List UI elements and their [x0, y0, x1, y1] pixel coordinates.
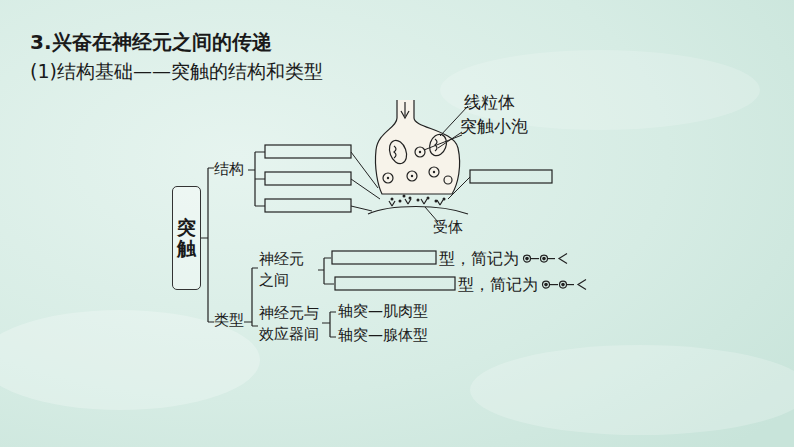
- section-title: 3.兴奋在神经元之间的传递: [30, 30, 272, 54]
- mitochondrion: [386, 138, 409, 166]
- answer-blank: [335, 277, 455, 290]
- answer-blank: [265, 145, 351, 158]
- impulse-arrow: [401, 111, 409, 118]
- synapse-symbol: [543, 280, 587, 290]
- branch-label: 类型: [214, 311, 244, 329]
- type-text: 型，简记为: [439, 249, 519, 268]
- axon-terminal: [375, 100, 459, 194]
- synaptic-vesicle: [383, 173, 393, 183]
- part-label: 受体: [433, 218, 463, 236]
- bracket: [322, 312, 336, 337]
- type-text: 轴突—肌肉型: [338, 302, 428, 320]
- leader-line: [351, 152, 380, 211]
- type-text: 型，简记为: [458, 275, 538, 294]
- subtitle: (1)结构基础——突触的结构和类型: [30, 60, 323, 83]
- impulse-arrow: [404, 102, 405, 116]
- part-label: 突触小泡: [460, 116, 528, 136]
- postsynaptic-membrane: [368, 207, 468, 215]
- type-text: 轴突—腺体型: [338, 326, 428, 344]
- answer-blank: [265, 199, 351, 212]
- bracket: [244, 268, 258, 326]
- topic-box: 突触: [172, 186, 201, 290]
- answer-blank: [265, 172, 351, 185]
- synaptic-vesicle: [415, 147, 425, 157]
- branch-label: 结构: [214, 160, 244, 178]
- mitochondrion: [394, 146, 396, 158]
- bracket: [248, 152, 265, 206]
- receptor: [389, 199, 443, 206]
- branch-label: 神经元与效应器间: [259, 303, 321, 345]
- branch-label: 神经元之间: [259, 249, 307, 291]
- synaptic-vesicle: [407, 171, 417, 181]
- part-label: 线粒体: [464, 92, 515, 112]
- answer-blank: [332, 251, 436, 264]
- synaptic-vesicle: [444, 176, 452, 184]
- bracket: [200, 168, 214, 322]
- synapse-symbol: [524, 254, 568, 264]
- answer-blank: [470, 170, 552, 183]
- synaptic-vesicle: [429, 167, 439, 177]
- topic-text: 突触: [177, 217, 196, 259]
